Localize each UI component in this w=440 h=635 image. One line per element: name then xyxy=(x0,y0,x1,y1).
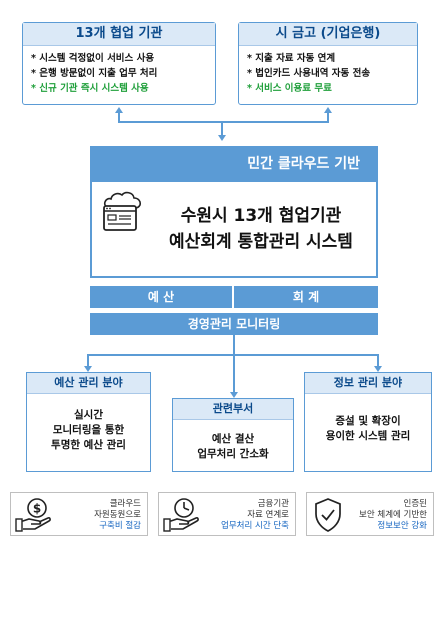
arrow-down-icon xyxy=(374,366,382,372)
budget-management-title: 예산 관리 분야 xyxy=(27,373,150,394)
svg-text:$: $ xyxy=(33,502,41,516)
management-monitoring-band: 경영관리 모니터링 xyxy=(90,313,378,335)
card-highlight-line: 업무처리 시간 단축 xyxy=(221,521,289,531)
box-text-line: 증설 및 확장이 xyxy=(335,415,401,427)
connector-line xyxy=(377,354,379,366)
card-text-line: 자료 연계로 xyxy=(247,510,289,520)
connector-line xyxy=(221,121,223,135)
card-text-line: 클라우드 xyxy=(109,499,141,509)
cloud-infrastructure-band: 민간 클라우드 기반 xyxy=(90,146,378,182)
box-text-line: 예산 결산 xyxy=(211,433,255,445)
card-text-line: 인증된 xyxy=(403,499,427,509)
system-title-line1: 수원시 13개 협업기관 xyxy=(180,206,342,226)
partner-institutions-box: 13개 협업 기관 * 시스템 걱정없이 서비스 사용 * 은행 방문없이 지출… xyxy=(22,22,216,105)
cost-saving-card: $ 클라우드 자원동원으로 구축비 절감 xyxy=(10,492,148,536)
system-title-line2: 예산회계 통합관리 시스템 xyxy=(169,232,353,252)
time-saving-card: 금융기관 자료 연계로 업무처리 시간 단축 xyxy=(158,492,296,536)
bullet-text: * 시스템 걱정없이 서비스 사용 xyxy=(31,53,155,64)
arrow-up-icon xyxy=(115,107,123,113)
bullet-text: * 은행 방문없이 지출 업무 처리 xyxy=(31,68,158,79)
budget-management-box: 예산 관리 분야 실시간 모니터링을 통한 투명한 예산 관리 xyxy=(26,372,151,472)
box-text-line: 용이한 시스템 관리 xyxy=(325,430,411,442)
connector-line xyxy=(87,354,89,366)
connector-line xyxy=(233,354,235,392)
arrow-down-icon xyxy=(84,366,92,372)
connector-line xyxy=(118,121,329,123)
card-highlight-line: 구축비 절감 xyxy=(99,521,141,531)
shield-check-icon xyxy=(315,498,341,532)
accounting-band: 회 계 xyxy=(234,286,378,308)
related-departments-box: 관련부서 예산 결산 업무처리 간소화 xyxy=(172,398,294,472)
cloud-computer-icon xyxy=(103,191,141,231)
related-departments-title: 관련부서 xyxy=(173,399,293,420)
bullet-text-highlight: * 서비스 이용료 무료 xyxy=(247,83,332,94)
card-highlight-line: 정보보안 강화 xyxy=(377,521,427,531)
connector-line xyxy=(327,112,329,122)
arrow-up-icon xyxy=(324,107,332,113)
box-text-line: 업무처리 간소화 xyxy=(197,448,269,460)
information-management-box: 정보 관리 분야 증설 및 확장이 용이한 시스템 관리 xyxy=(304,372,432,472)
bullet-text-highlight: * 신규 기관 즉시 시스템 사용 xyxy=(31,83,149,94)
box-text-line: 모니터링을 통한 xyxy=(52,424,125,436)
bullet-text: * 법인카드 사용내역 자동 전송 xyxy=(247,68,371,79)
partner-institutions-title: 13개 협업 기관 xyxy=(23,23,215,46)
arrow-down-icon xyxy=(218,135,226,141)
city-treasury-title: 시 금고 (기업은행) xyxy=(239,23,417,46)
box-text-line: 투명한 예산 관리 xyxy=(51,439,126,451)
box-text-line: 실시간 xyxy=(74,409,103,421)
arrow-down-icon xyxy=(230,392,238,398)
security-card: 인증된 보안 체계에 기반한 정보보안 강화 xyxy=(306,492,434,536)
integrated-system-box: 수원시 13개 협업기관 예산회계 통합관리 시스템 xyxy=(90,182,378,278)
card-text-line: 금융기관 xyxy=(257,499,289,509)
bullet-text: * 지출 자료 자동 연계 xyxy=(247,53,336,64)
budget-band: 예 산 xyxy=(90,286,232,308)
city-treasury-box: 시 금고 (기업은행) * 지출 자료 자동 연계 * 법인카드 사용내역 자동… xyxy=(238,22,418,105)
card-text-line: 자원동원으로 xyxy=(94,510,141,520)
connector-line xyxy=(118,112,120,122)
hand-coin-icon: $ xyxy=(15,498,51,532)
information-management-title: 정보 관리 분야 xyxy=(305,373,431,394)
connector-line xyxy=(233,335,235,355)
hand-clock-icon xyxy=(163,498,199,532)
card-text-line: 보안 체계에 기반한 xyxy=(359,510,427,520)
